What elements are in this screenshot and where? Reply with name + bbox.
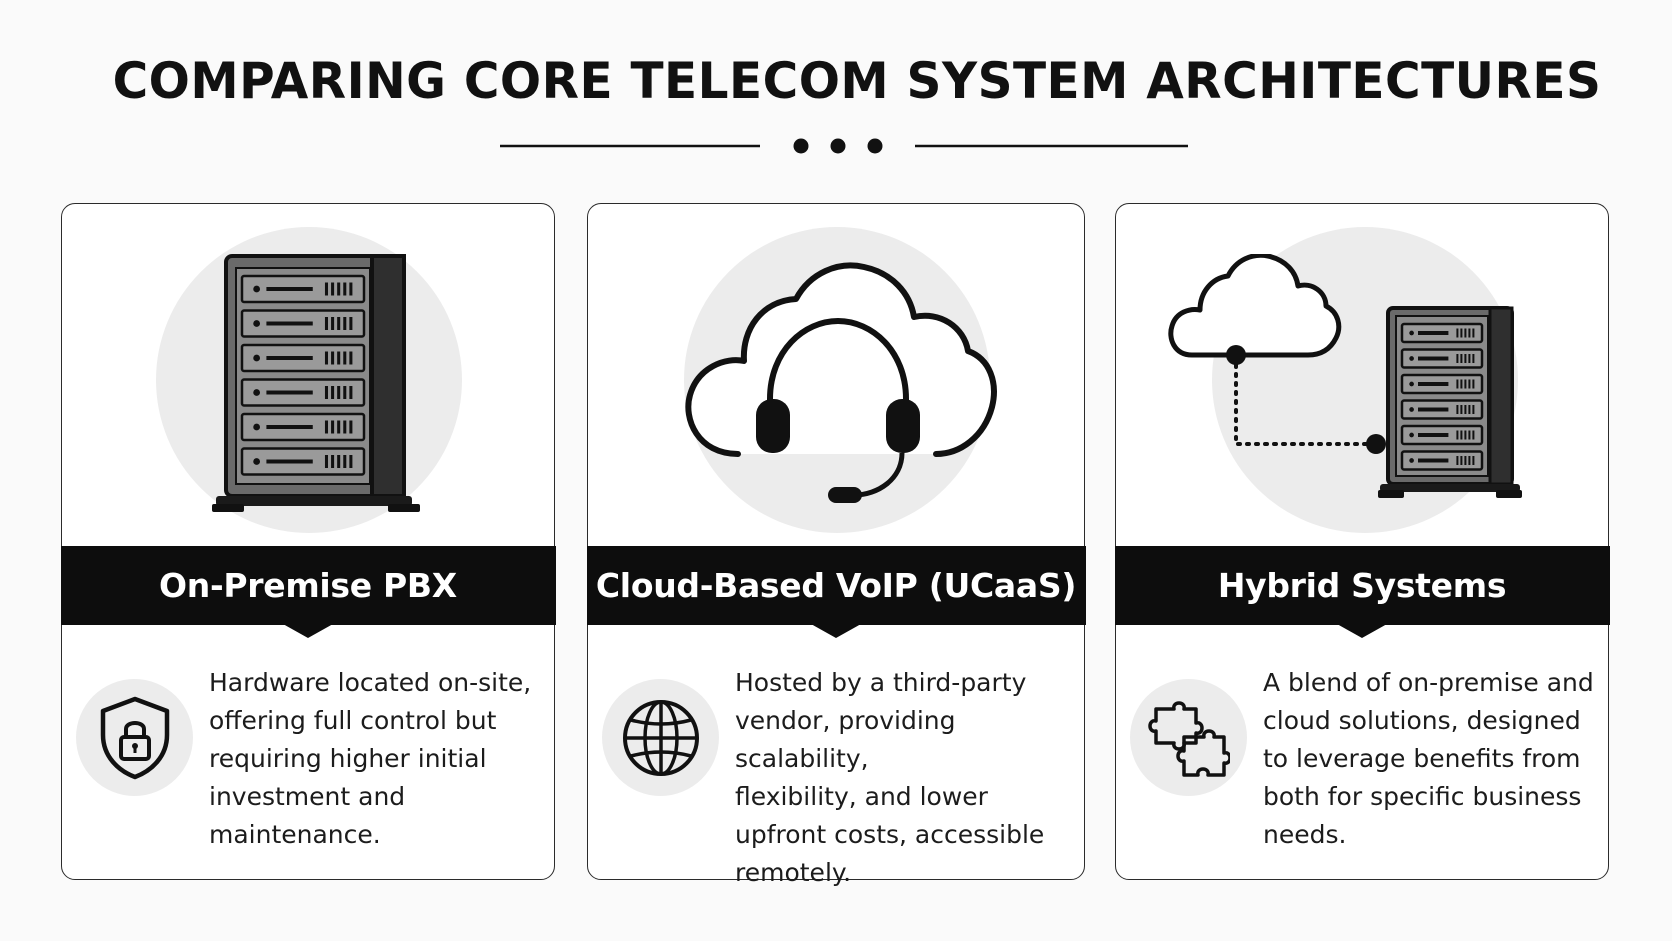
- card-description: Hardware located on-site, offering full …: [209, 664, 544, 854]
- shield-lock-icon: [100, 696, 169, 779]
- rack-unit: [1400, 322, 1484, 344]
- description-line: upfront costs, accessible: [735, 820, 1045, 849]
- card-heading: Hybrid Systems: [1217, 566, 1507, 605]
- rack-unit: [1400, 450, 1484, 471]
- description-line: vendor, providing scalability,: [735, 706, 956, 773]
- description-line: requiring higher initial: [209, 744, 487, 773]
- icon-badge: [602, 679, 719, 796]
- page-title: COMPARING CORE TELECOM SYSTEM ARCHITECTU…: [112, 52, 1602, 110]
- globe-icon: [622, 699, 699, 776]
- description-line: Hardware located on-site,: [209, 668, 532, 697]
- rack-unit: [240, 447, 366, 476]
- description-line: Hosted by a third-party: [735, 668, 1027, 697]
- description-line: offering full control but: [209, 706, 497, 735]
- card-cloud-voip: Cloud-Based VoIP (UCaaS) Hosted by a thi…: [586, 203, 1086, 887]
- description-line: investment and: [209, 782, 406, 811]
- rack-unit: [1400, 399, 1484, 420]
- card-banner: Cloud-Based VoIP (UCaaS): [586, 546, 1086, 638]
- icon-badge: [1130, 679, 1247, 796]
- rack-unit: [240, 309, 366, 338]
- description-line: A blend of on-premise and: [1263, 668, 1594, 697]
- cloud-server-link-icon: [1168, 254, 1522, 498]
- rack-unit: [240, 378, 366, 407]
- description-line: maintenance.: [209, 820, 381, 849]
- card-on-premise-pbx: On-Premise PBX Hardware located on-site,…: [60, 203, 556, 880]
- puzzle-icon: [1147, 700, 1230, 777]
- description-line: to leverage benefits from: [1263, 744, 1581, 773]
- card-banner: Hybrid Systems: [1114, 546, 1610, 638]
- rack-unit: [240, 343, 366, 373]
- card-description: Hosted by a third-party vendor, providin…: [735, 664, 1074, 892]
- cloud-headset-icon: [685, 262, 997, 503]
- card-banner: On-Premise PBX: [60, 546, 556, 638]
- rack-unit: [240, 412, 366, 442]
- description-line: both for specific business: [1263, 782, 1582, 811]
- banner-pointer: [1337, 624, 1387, 638]
- banner-pointer: [811, 624, 861, 638]
- server-rack-icon: [212, 254, 420, 512]
- banner-pointer: [283, 624, 333, 638]
- description-line: needs.: [1263, 820, 1347, 849]
- rack-unit: [1400, 424, 1484, 446]
- title-divider: [500, 138, 1188, 154]
- description-line: cloud solutions, designed: [1263, 706, 1581, 735]
- description-line: remotely.: [735, 858, 852, 887]
- card-heading: Cloud-Based VoIP (UCaaS): [595, 566, 1077, 605]
- description-line: flexibility, and lower: [735, 782, 988, 811]
- card-heading: On-Premise PBX: [159, 566, 457, 605]
- card-description: A blend of on-premise and cloud solution…: [1263, 664, 1598, 854]
- rack-unit: [240, 274, 366, 304]
- card-hybrid-systems: Hybrid Systems A blend of on-premise and…: [1114, 203, 1610, 880]
- icon-badge: [76, 679, 193, 796]
- rack-unit: [1400, 348, 1484, 369]
- rack-unit: [1400, 373, 1484, 395]
